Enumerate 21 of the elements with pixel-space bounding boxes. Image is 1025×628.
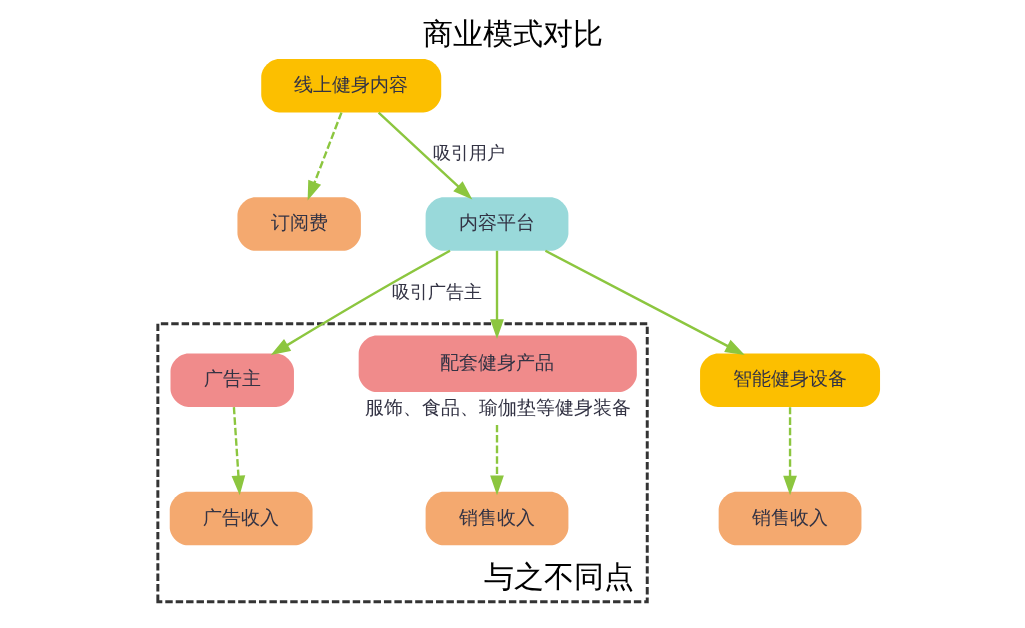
edge-label: 吸引广告主 [391,280,482,302]
node-label: 服饰、食品、瑜伽垫等健身装备 [364,395,631,419]
diagram-title: 商业模式对比 [422,16,603,52]
node-box: 广告收入 [169,491,313,546]
arrow [377,111,472,200]
node-box: 配套健身产品 [358,335,637,393]
edge-label: 吸引用户 [432,142,505,164]
node-box: 内容平台 [425,197,568,251]
node-box: 销售收入 [718,491,861,546]
arrow [544,249,745,356]
arrow [782,407,797,496]
node-box: 销售收入 [425,491,568,546]
arrow [489,424,504,496]
arrow [270,249,451,356]
arrow [231,407,245,496]
arrow [307,112,343,201]
node-box: 广告主 [170,353,294,407]
node-box: 线上健身内容 [260,58,441,113]
node-box: 订阅费 [236,197,361,251]
arrow [489,250,504,339]
node-box: 智能健身设备 [699,353,880,407]
